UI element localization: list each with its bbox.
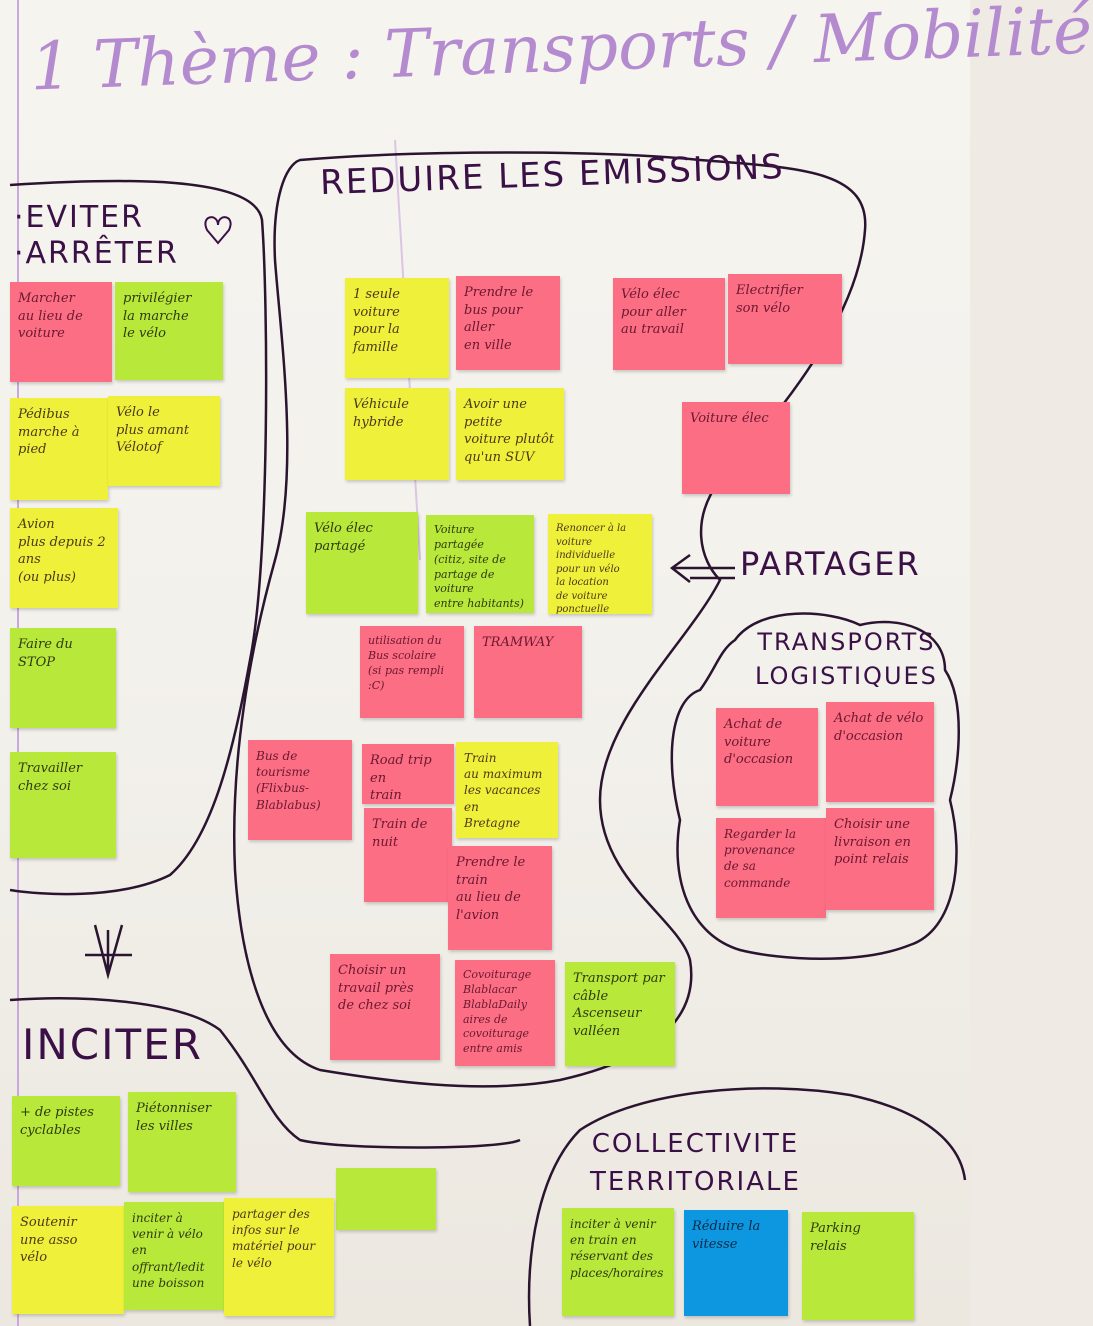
sticky-note: inciter à venir en train en réservant de… (562, 1208, 674, 1316)
sticky-note: Vélo le plus amant Vélotof (108, 396, 220, 486)
sticky-note: partager des infos sur le matériel pour … (224, 1198, 334, 1316)
sticky-note: utilisation du Bus scolaire (si pas remp… (360, 626, 464, 718)
note-text: Soutenir une asso vélo (20, 1215, 78, 1266)
note-text: Marcher au lieu de voiture (18, 291, 83, 342)
sticky-note: Parking relais (802, 1212, 914, 1320)
inciter-heading: INCITER (22, 1020, 203, 1069)
sticky-note: Regarder la provenance de sa commande (716, 818, 826, 918)
sticky-note: Réduire la vitesse (684, 1210, 788, 1316)
note-text: + de pistes cyclables (20, 1105, 94, 1138)
note-text: Travailler chez soi (18, 761, 83, 794)
note-text: Réduire la vitesse (692, 1219, 761, 1252)
note-text: Achat de voiture d'occasion (724, 717, 794, 768)
note-text: Achat de vélo d'occasion (834, 711, 924, 744)
note-text: Vélo le plus amant Vélotof (116, 405, 190, 456)
note-text: Parking relais (810, 1221, 861, 1254)
sticky-note: Renoncer à la voiture individuelle pour … (548, 514, 652, 615)
sticky-note (336, 1168, 436, 1230)
note-text: Prendre le train au lieu de l'avion (456, 855, 526, 923)
eviter-heading: ·EVITER ·ARRÊTER (14, 200, 179, 271)
note-text: Faire du STOP (18, 637, 73, 670)
note-text: utilisation du Bus scolaire (si pas remp… (368, 634, 444, 692)
sticky-note: Train au maximum les vacances en Bretagn… (456, 742, 558, 838)
note-text: Electrifier son vélo (736, 283, 803, 316)
note-text: Road trip en train (370, 753, 432, 804)
sticky-note: Achat de vélo d'occasion (826, 702, 934, 802)
note-text: Train de nuit (372, 817, 428, 850)
note-text: Train au maximum les vacances en Bretagn… (464, 751, 543, 830)
sticky-note: Choisir un travail près de chez soi (330, 954, 440, 1060)
note-text: inciter à venir à vélo en offrant/ledit … (132, 1211, 205, 1290)
note-text: Vélo élec pour aller au travail (621, 287, 686, 338)
sticky-note: Electrifier son vélo (728, 274, 842, 364)
note-text: Pédibus marche à pied (18, 407, 80, 458)
note-text: Avoir une petite voiture plutôt qu'un SU… (464, 397, 555, 465)
note-text: Choisir une livraison en point relais (834, 817, 911, 868)
sticky-note: Voiture partagée (citiz, site de partage… (426, 515, 534, 613)
logistiques-heading: TRANSPORTS LOGISTIQUES (755, 628, 938, 690)
sticky-note: Soutenir une asso vélo (12, 1206, 124, 1314)
sticky-note: Véhicule hybride (345, 388, 449, 480)
sticky-note: TRAMWAY (474, 626, 582, 718)
partager-heading: PARTAGER (740, 545, 921, 583)
note-text: Prendre le bus pour aller en ville (464, 285, 534, 353)
sticky-note: Marcher au lieu de voiture (10, 282, 112, 382)
sticky-note: Faire du STOP (10, 628, 116, 728)
sticky-note: Vélo élec partagé (306, 512, 418, 614)
sticky-note: Achat de voiture d'occasion (716, 708, 818, 806)
sticky-note: Voiture élec (682, 402, 790, 494)
sticky-note: Travailler chez soi (10, 752, 116, 858)
note-text: Vélo élec partagé (314, 521, 373, 554)
note-text: Covoiturage Blablacar BlablaDaily aires … (463, 968, 532, 1056)
note-text: Regarder la provenance de sa commande (724, 827, 797, 890)
sticky-note: Vélo élec pour aller au travail (613, 278, 725, 370)
sticky-note: Transport par câble Ascenseur valléen (565, 962, 675, 1066)
note-text: privilégier la marche le vélo (123, 291, 192, 342)
sticky-note: + de pistes cyclables (12, 1096, 120, 1186)
sticky-note: privilégier la marche le vélo (115, 282, 223, 380)
note-text: Avion plus depuis 2 ans (ou plus) (18, 517, 106, 585)
sticky-note: Avion plus depuis 2 ans (ou plus) (10, 508, 118, 608)
sticky-note: Piétonniser les villes (128, 1092, 236, 1192)
sticky-note: Covoiturage Blablacar BlablaDaily aires … (455, 960, 555, 1066)
note-text: Voiture partagée (citiz, site de partage… (434, 523, 524, 611)
marker-outlines (9, 0, 967, 1326)
sticky-note: Prendre le bus pour aller en ville (456, 276, 560, 370)
note-text: Renoncer à la voiture individuelle pour … (556, 523, 627, 615)
sticky-note: inciter à venir à vélo en offrant/ledit … (124, 1202, 228, 1310)
sticky-note: Choisir une livraison en point relais (826, 808, 934, 910)
note-text: Transport par câble Ascenseur valléen (573, 971, 665, 1039)
note-text: TRAMWAY (482, 635, 554, 650)
sticky-note: Train de nuit (364, 808, 452, 902)
note-text: Voiture élec (690, 411, 769, 426)
note-text: Bus de tourisme (Flixbus- Blablabus) (256, 749, 321, 812)
sticky-note: Bus de tourisme (Flixbus- Blablabus) (248, 740, 352, 840)
sticky-note: Avoir une petite voiture plutôt qu'un SU… (456, 388, 564, 480)
note-text: inciter à venir en train en réservant de… (570, 1217, 664, 1280)
note-text: partager des infos sur le matériel pour … (232, 1207, 316, 1270)
sticky-note: Road trip en train (362, 744, 454, 804)
note-text: Véhicule hybride (353, 397, 409, 430)
collectivite-heading: COLLECTIVITE TERRITORIALE (590, 1129, 801, 1197)
note-text: Piétonniser les villes (136, 1101, 212, 1134)
sticky-note: 1 seule voiture pour la famille (345, 278, 449, 378)
sticky-note: Prendre le train au lieu de l'avion (448, 846, 552, 950)
note-text: Choisir un travail près de chez soi (338, 963, 414, 1014)
sticky-note: Pédibus marche à pied (10, 398, 108, 500)
note-text: 1 seule voiture pour la famille (353, 287, 400, 355)
